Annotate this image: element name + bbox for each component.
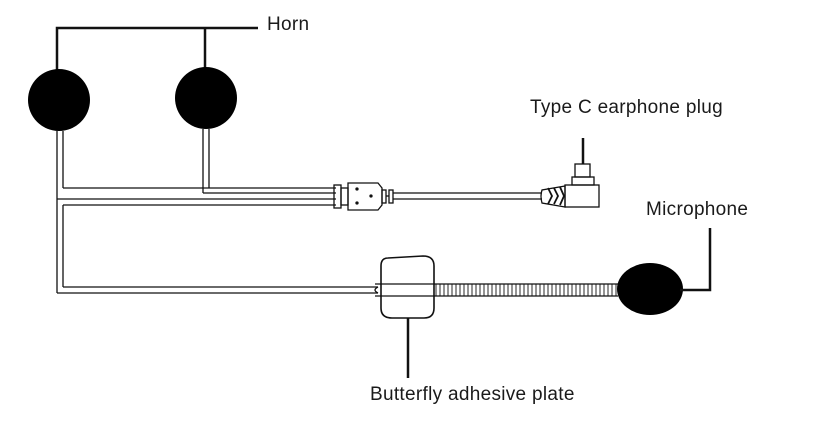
right-speaker — [175, 67, 237, 129]
type-c-plug-label: Type C earphone plug — [530, 97, 723, 118]
horn-leader-line — [55, 26, 258, 74]
horn-label: Horn — [267, 14, 310, 35]
speaker-cables — [56, 129, 378, 294]
inline-connector — [333, 182, 542, 211]
microphone-label: Microphone — [646, 199, 749, 220]
left-speaker — [28, 69, 90, 131]
microphone-foam — [617, 263, 683, 315]
type-c-plug — [540, 138, 600, 208]
butterfly-adhesive-plate — [380, 255, 435, 319]
adhesive-plate-label: Butterfly adhesive plate — [370, 384, 575, 405]
leader-lines — [406, 228, 712, 378]
boom-tube — [374, 283, 618, 297]
